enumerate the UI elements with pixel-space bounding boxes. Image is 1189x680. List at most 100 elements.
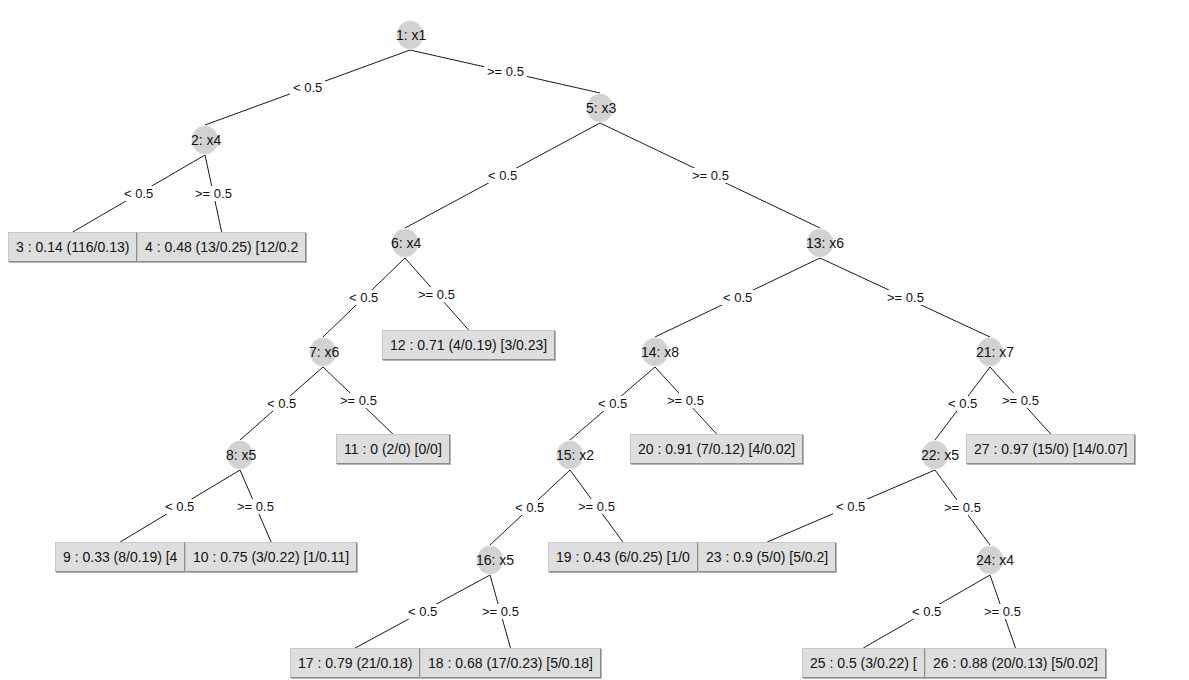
tree-branch — [935, 470, 990, 545]
ellipse-shape — [392, 229, 418, 257]
ellipse-shape — [192, 126, 218, 154]
node-text: 11 : 0 (2/0) [0/0] — [344, 441, 442, 457]
tree-branch — [570, 470, 623, 542]
ellipse-shape — [977, 546, 1003, 574]
leaf-box: 12 : 0.71 (4/0.19) [3/0.23] — [382, 330, 555, 360]
branch-label: < 0.5 — [162, 499, 197, 514]
split-node: 15: x2 — [556, 440, 584, 470]
branch-label: >= 0.5 — [192, 186, 235, 201]
leaf-box: 11 : 0 (2/0) [0/0] — [336, 434, 450, 464]
node-text: 16: x5 — [476, 545, 504, 575]
node-text: 25 : 0.5 (3/0.22) [ — [810, 655, 917, 671]
split-node: 1: x1 — [396, 20, 424, 50]
leaf-box: 20 : 0.91 (7/0.12) [4/0.02] — [630, 434, 803, 464]
node-text: 21: x7 — [976, 337, 1004, 367]
node-text: 26 : 0.88 (20/0.13) [5/0.02] — [933, 655, 1098, 671]
leaf-box: 25 : 0.5 (3/0.22) [ — [802, 648, 925, 678]
leaf-box: 23 : 0.9 (5/0) [5/0.2] — [698, 542, 836, 572]
ellipse-shape — [397, 21, 423, 49]
split-node: 14: x8 — [641, 337, 669, 367]
split-node: 24: x4 — [976, 545, 1004, 575]
node-text: 18 : 0.68 (17/0.23) [5/0.18] — [428, 655, 593, 671]
node-text: 19 : 0.43 (6/0.25) [1/0 — [556, 549, 690, 565]
branch-label: >= 0.5 — [689, 168, 732, 183]
branch-label: >= 0.5 — [981, 604, 1024, 619]
branch-label: < 0.5 — [833, 499, 868, 514]
node-text: 3 : 0.14 (116/0.13) — [16, 239, 129, 255]
tree-branch — [820, 258, 990, 337]
leaf-box: 10 : 0.75 (3/0.22) [1/0.11] — [185, 542, 357, 572]
node-text: 22: x5 — [921, 440, 949, 470]
tree-branch — [355, 575, 490, 648]
node-text: 14: x8 — [641, 337, 669, 367]
node-text: 2: x4 — [191, 125, 219, 155]
leaf-box: 17 : 0.79 (21/0.18) — [290, 648, 420, 678]
node-text: 7: x6 — [309, 337, 337, 367]
tree-branch — [767, 470, 935, 542]
tree-branch — [323, 258, 405, 337]
node-text: 24: x4 — [976, 545, 1004, 575]
tree-branch — [655, 367, 717, 434]
tree-branch — [405, 123, 600, 228]
branch-label: < 0.5 — [290, 80, 325, 95]
branch-label: >= 0.5 — [884, 290, 927, 305]
branch-label: < 0.5 — [346, 290, 381, 305]
node-text: 8: x5 — [226, 440, 254, 470]
branch-label: >= 0.5 — [664, 393, 707, 408]
branch-label: < 0.5 — [720, 290, 755, 305]
tree-branch — [570, 367, 655, 440]
node-text: 12 : 0.71 (4/0.19) [3/0.23] — [390, 337, 547, 353]
branch-label: < 0.5 — [595, 396, 630, 411]
node-text: 20 : 0.91 (7/0.12) [4/0.02] — [638, 441, 795, 457]
ellipse-shape — [807, 229, 833, 257]
tree-branch — [323, 367, 393, 434]
leaf-box: 26 : 0.88 (20/0.13) [5/0.02] — [925, 648, 1106, 678]
branch-label: >= 0.5 — [337, 393, 380, 408]
node-text: 1: x1 — [396, 20, 424, 50]
tree-branch — [935, 367, 990, 440]
node-text: 9 : 0.33 (8/0.19) [4 — [63, 549, 177, 565]
node-text: 15: x2 — [556, 440, 584, 470]
tree-branch — [863, 575, 990, 648]
ellipse-shape — [227, 441, 253, 469]
branch-label: < 0.5 — [121, 186, 156, 201]
split-node: 13: x6 — [806, 228, 834, 258]
split-node: 2: x4 — [191, 125, 219, 155]
tree-branch — [73, 155, 205, 232]
node-text: 27 : 0.97 (15/0) [14/0.07] — [974, 441, 1127, 457]
ellipse-shape — [310, 338, 336, 366]
split-node: 22: x5 — [921, 440, 949, 470]
node-text: 17 : 0.79 (21/0.18) — [298, 655, 412, 671]
tree-branch — [655, 258, 820, 337]
branch-label: >= 0.5 — [479, 604, 522, 619]
split-node: 8: x5 — [226, 440, 254, 470]
ellipse-shape — [587, 94, 613, 122]
branch-label: < 0.5 — [945, 396, 980, 411]
split-node: 7: x6 — [309, 337, 337, 367]
node-text: 4 : 0.48 (13/0.25) [12/0.2 — [145, 239, 298, 255]
leaf-box: 9 : 0.33 (8/0.19) [4 — [55, 542, 185, 572]
node-text: 5: x3 — [586, 93, 614, 123]
branch-label: >= 0.5 — [941, 500, 984, 515]
tree-branch — [410, 50, 600, 93]
branch-label: < 0.5 — [909, 604, 944, 619]
split-node: 5: x3 — [586, 93, 614, 123]
ellipse-shape — [477, 546, 503, 574]
branch-label: >= 0.5 — [484, 64, 527, 79]
node-text: 6: x4 — [391, 228, 419, 258]
ellipse-shape — [557, 441, 583, 469]
tree-branch — [205, 50, 410, 125]
tree-branch — [120, 470, 240, 542]
branch-label: >= 0.5 — [999, 393, 1042, 408]
split-node: 21: x7 — [976, 337, 1004, 367]
ellipse-shape — [642, 338, 668, 366]
tree-branch — [990, 367, 1051, 434]
ellipse-shape — [977, 338, 1003, 366]
node-text: 23 : 0.9 (5/0) [5/0.2] — [706, 549, 828, 565]
tree-branch — [405, 258, 469, 330]
leaf-box: 19 : 0.43 (6/0.25) [1/0 — [548, 542, 698, 572]
branch-label: < 0.5 — [264, 396, 299, 411]
branch-label: < 0.5 — [405, 604, 440, 619]
branch-label: < 0.5 — [485, 168, 520, 183]
